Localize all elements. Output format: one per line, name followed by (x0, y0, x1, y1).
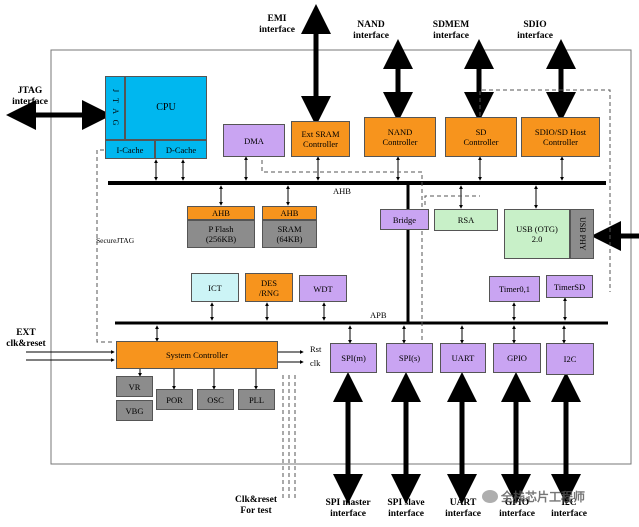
apb-connectors (26, 297, 567, 390)
external-arrows (5, 3, 639, 504)
cpu-jtag-label: J T A G (105, 76, 125, 140)
system-controller: System Controller (116, 341, 278, 369)
secure-jtag-label: SecureJTAG (96, 236, 135, 245)
usb-otg-block: USB (OTG)2.0 (504, 209, 570, 259)
dma-block: DMA (223, 124, 285, 157)
timer01-block: Timer0,1 (489, 276, 540, 302)
apb-bus-label: APB (370, 310, 387, 320)
ict-block: ICT (191, 273, 239, 302)
vbg-block: VBG (116, 400, 153, 421)
sram-block: SRAM(64KB) (262, 220, 317, 248)
spi-master-block: SPI(m) (330, 343, 377, 373)
pll-block: PLL (238, 389, 275, 410)
watermark: 全栈芯片工程师 (482, 488, 585, 505)
bridge-block: Bridge (380, 209, 429, 230)
wdt-block: WDT (299, 275, 347, 302)
rst-label: Rst (310, 344, 322, 354)
timersd-block: TimerSD (546, 275, 593, 298)
gpio-block: GPIO (493, 343, 541, 373)
watermark-text: 全栈芯片工程师 (501, 490, 586, 504)
uart-block: UART (440, 343, 486, 373)
rsa-block: RSA (434, 209, 498, 231)
cpu-dcache: D-Cache (155, 140, 207, 159)
spi-slave-block: SPI(s) (386, 343, 433, 373)
cpu-core: CPU (125, 76, 207, 140)
des-rng-block: DES/RNG (245, 273, 293, 302)
por-block: POR (156, 389, 193, 410)
ahb-bus-label: AHB (333, 186, 351, 196)
cpu-icache: I-Cache (105, 140, 155, 159)
dashed-links (96, 89, 611, 498)
pflash-block: P Flash(256KB) (187, 220, 255, 248)
i2c-block: I2C (546, 343, 594, 375)
pflash-ahb-header: AHB (187, 206, 255, 220)
osc-block: OSC (197, 389, 234, 410)
usb-phy-block: USB PHY (570, 209, 594, 259)
ahb-connectors (154, 156, 564, 209)
clk-label: clk (310, 358, 321, 368)
sram-ahb-header: AHB (262, 206, 317, 220)
vr-block: VR (116, 376, 153, 397)
wechat-icon (482, 490, 498, 503)
